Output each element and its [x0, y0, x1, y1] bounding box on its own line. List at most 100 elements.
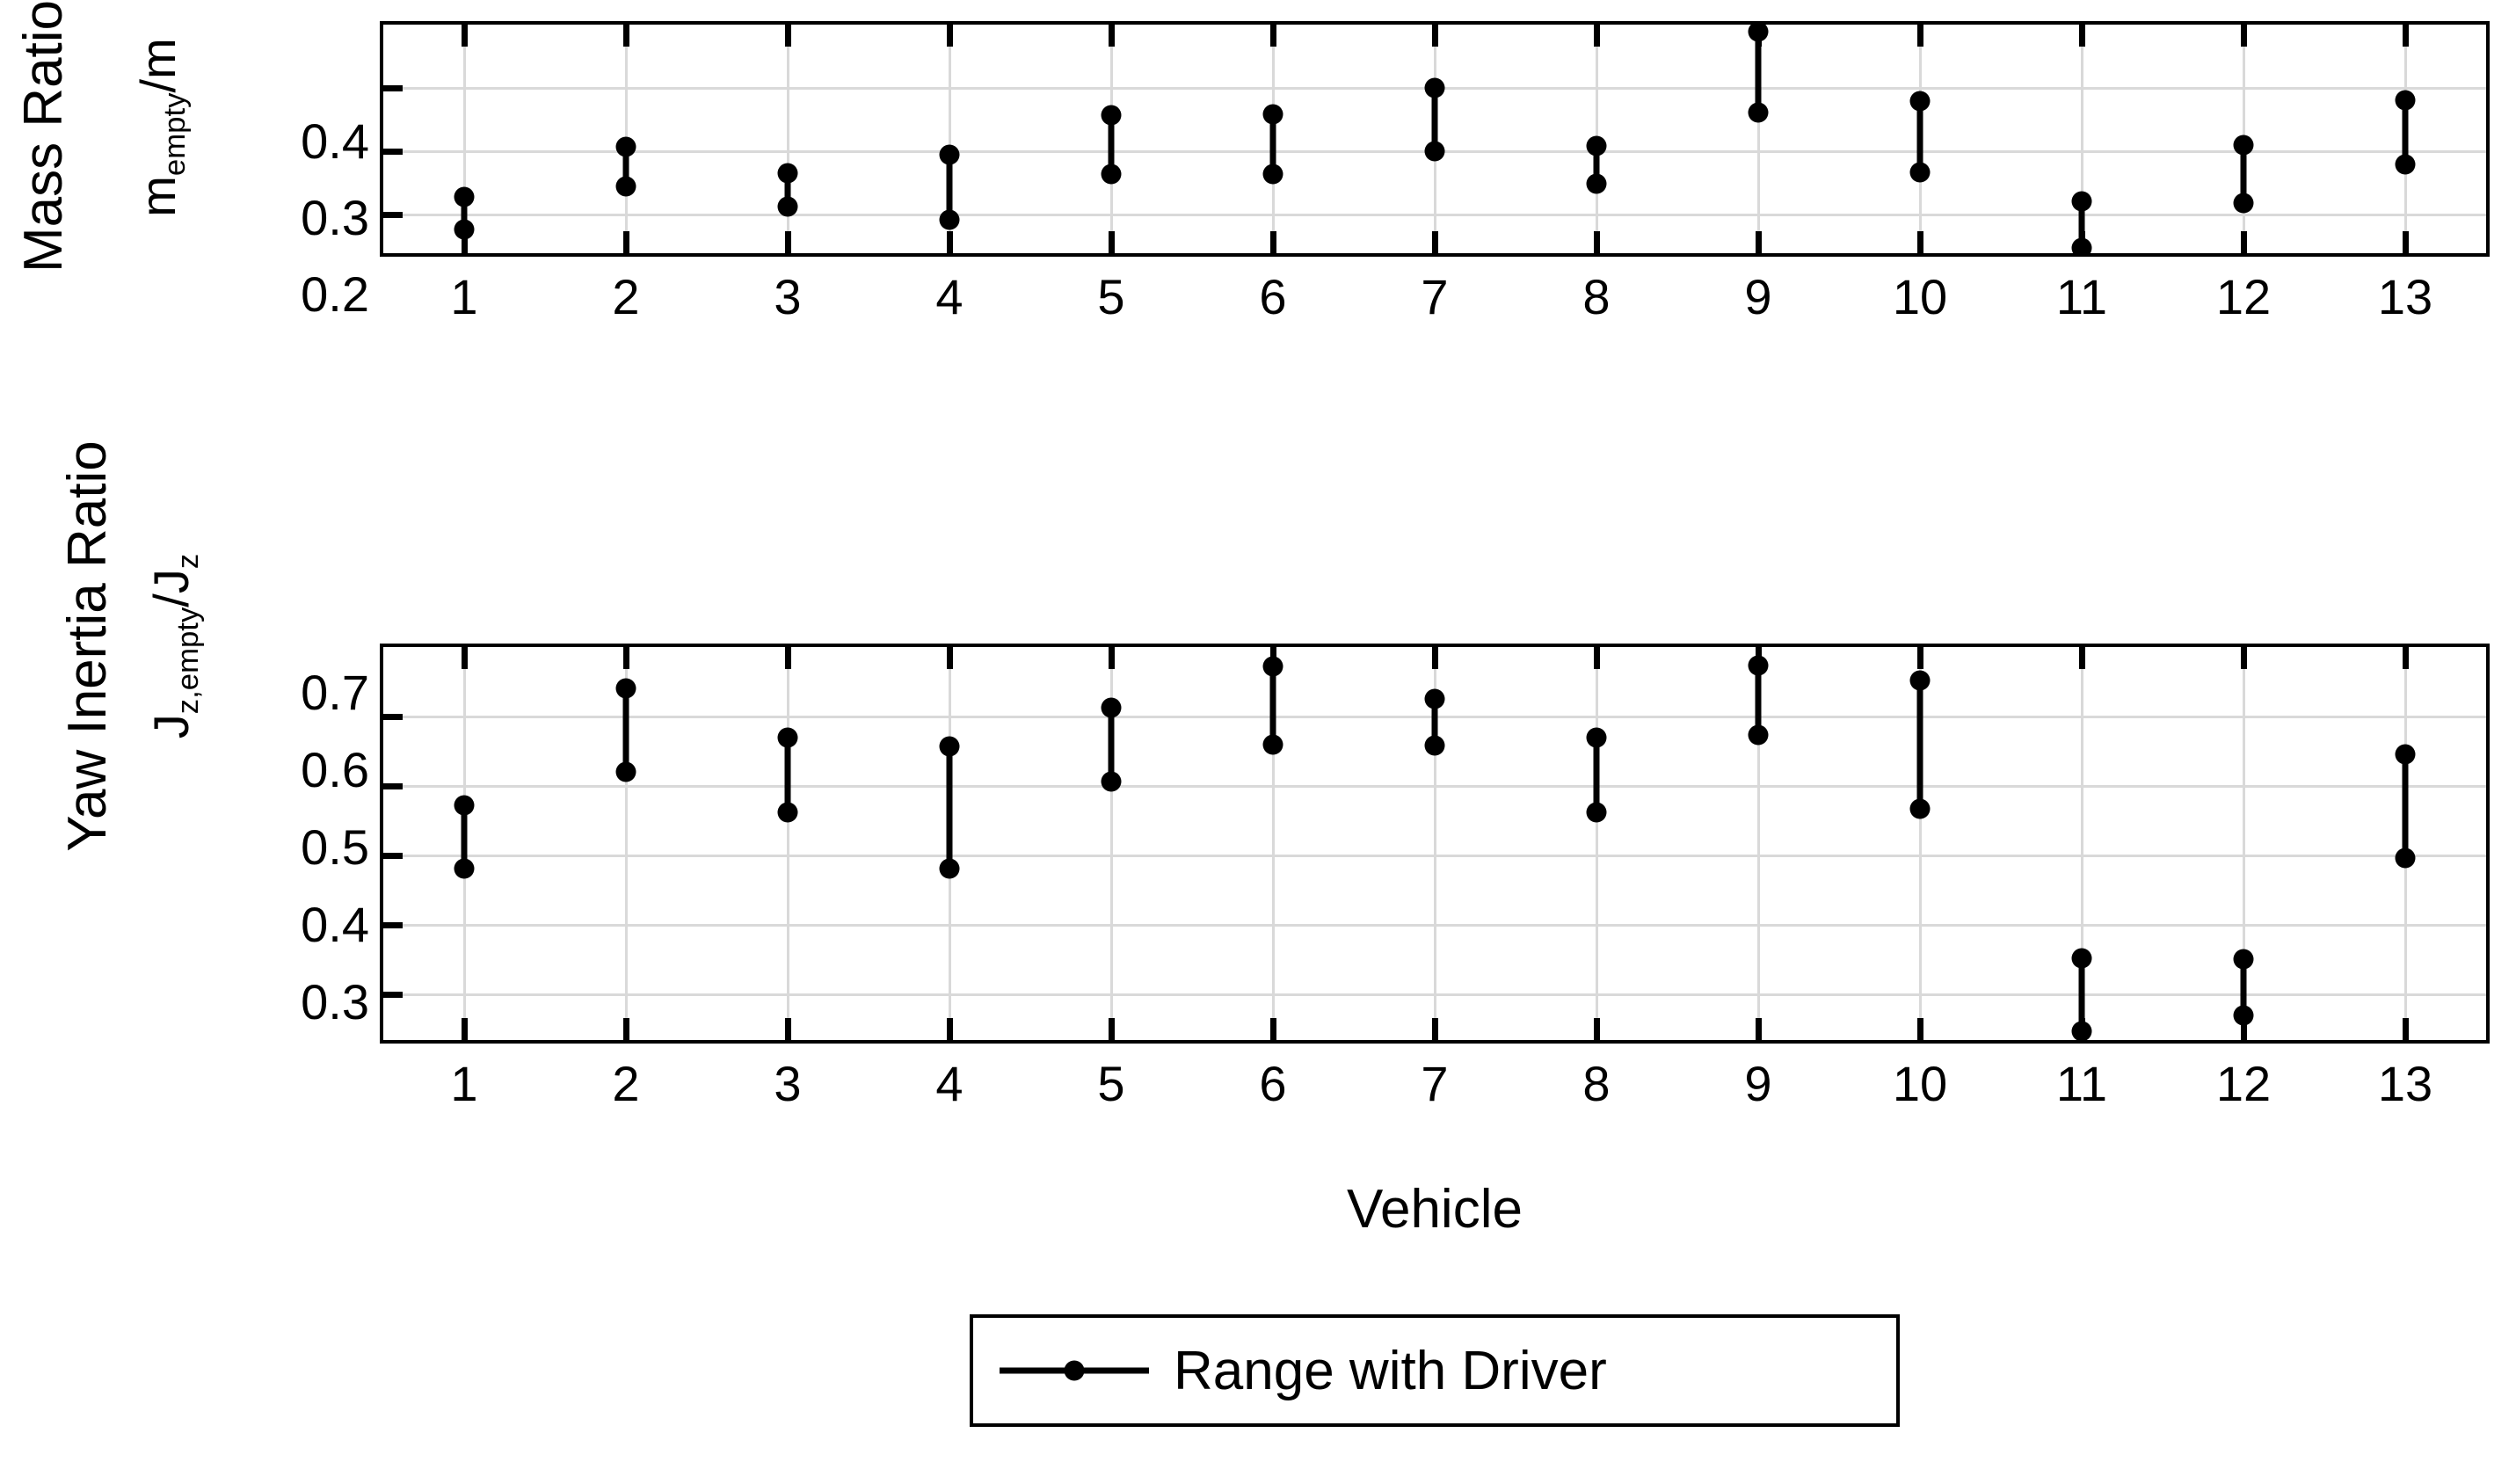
range-marker-high: [2233, 949, 2254, 970]
x-axis-tick-top: [1593, 25, 1600, 47]
range-marker-low: [1748, 102, 1769, 123]
gridline-vertical: [624, 647, 628, 1040]
x-axis-tick-label: 8: [1582, 269, 1611, 324]
mass-ratio-symbol-sub: empty: [158, 92, 193, 177]
gridline-vertical: [948, 25, 951, 253]
x-axis-tick-bottom: [1916, 1018, 1923, 1040]
x-axis-tick-bottom: [784, 1018, 791, 1040]
gridline-vertical: [2242, 647, 2245, 1040]
y-axis-tick: [383, 921, 403, 928]
range-segment: [1916, 101, 1923, 173]
x-axis-tick-top: [2240, 647, 2247, 669]
range-marker-high: [939, 144, 960, 165]
range-marker-low: [1262, 164, 1283, 185]
range-segment: [1431, 87, 1438, 151]
x-axis-tick-label: 13: [2377, 269, 2433, 324]
range-segment: [622, 146, 629, 187]
range-marker-low: [777, 196, 798, 217]
range-marker-high: [2395, 744, 2416, 765]
x-axis-tick-bottom: [1108, 231, 1115, 253]
x-axis-tick-bottom: [1593, 1018, 1600, 1040]
y-axis-tick: [383, 84, 403, 91]
x-axis-tick-top: [784, 647, 791, 669]
range-segment: [946, 746, 953, 869]
range-marker-low: [939, 858, 960, 879]
range-marker-high: [1909, 91, 1931, 112]
yaw-inertia-symbol-den-sub: z: [171, 553, 206, 570]
range-segment: [461, 805, 468, 869]
x-axis-tick-bottom: [2240, 231, 2247, 253]
range-marker-high: [1748, 655, 1769, 676]
mass-ratio-symbol-m: m: [130, 176, 185, 217]
x-axis-tick-top: [622, 25, 629, 47]
x-axis-tick-label: 4: [935, 269, 963, 324]
yaw-inertia-symbol-den: /J: [143, 569, 199, 607]
range-marker-high: [615, 678, 636, 699]
mass-ratio-axis-title: Mass Ratio: [13, 0, 74, 273]
range-marker-high: [454, 795, 475, 816]
x-axis-tick-bottom: [1269, 231, 1276, 253]
range-marker-high: [1586, 727, 1607, 748]
range-marker-low: [2395, 847, 2416, 869]
range-marker-low: [939, 209, 960, 230]
range-segment: [2240, 145, 2247, 203]
x-axis-tick-bottom: [1755, 1018, 1762, 1040]
y-axis-tick: [383, 148, 403, 155]
x-axis-tick-bottom: [1755, 231, 1762, 253]
legend-sample-marker: [1000, 1353, 1149, 1388]
x-axis-tick-top: [461, 647, 468, 669]
x-axis-tick-bottom: [2402, 1018, 2409, 1040]
range-segment: [1431, 699, 1438, 746]
legend-label-range-with-driver: Range with Driver: [1174, 1340, 1607, 1401]
range-marker-low: [1424, 735, 1445, 756]
range-marker-high: [939, 736, 960, 757]
gridline-vertical: [462, 25, 466, 253]
mass-ratio-ytick-2: 0.2: [301, 266, 369, 322]
yaw-inertia-axis-subtitle: Jz,empty/Jz: [141, 470, 206, 822]
range-marker-high: [1101, 697, 1122, 718]
range-segment: [2078, 200, 2085, 249]
range-marker-high: [454, 186, 475, 207]
x-axis-tick-label: 2: [612, 1056, 640, 1111]
x-axis-tick-top: [2240, 25, 2247, 47]
x-axis-tick-bottom: [622, 231, 629, 253]
range-marker-high: [1748, 25, 1769, 42]
range-segment: [1593, 145, 1600, 184]
y-axis-tick: [383, 782, 403, 789]
range-marker-low: [615, 761, 636, 782]
x-axis-tick-bottom: [1431, 1018, 1438, 1040]
x-axis-tick-label: 1: [450, 269, 478, 324]
gridline-vertical: [2080, 647, 2083, 1040]
x-axis-tick-top: [1269, 25, 1276, 47]
range-segment: [1755, 31, 1762, 113]
gridline-vertical: [786, 25, 789, 253]
mass-ratio-axis-subtitle: mempty/m: [127, 4, 193, 251]
range-marker-high: [2395, 90, 2416, 111]
range-marker-low: [1101, 771, 1122, 792]
mass-ratio-plot-area: [383, 25, 2486, 253]
yaw-inertia-ytick-0: 0.7: [301, 665, 369, 720]
range-marker-low: [2071, 1021, 2092, 1040]
x-axis-tick-bottom: [2402, 231, 2409, 253]
x-axis-tick-label: 6: [1259, 1056, 1287, 1111]
x-axis-tick-label: 3: [774, 269, 802, 324]
gridline-vertical: [1271, 647, 1275, 1040]
x-axis-tick-label: 4: [935, 1056, 963, 1111]
range-marker-high: [2071, 948, 2092, 969]
range-segment: [2078, 958, 2085, 1031]
gridline-vertical: [1918, 647, 1922, 1040]
range-segment: [784, 173, 791, 207]
x-axis-tick-bottom: [461, 231, 468, 253]
x-axis-tick-label: 7: [1421, 269, 1449, 324]
mass-ratio-symbol-den: /m: [130, 38, 185, 93]
range-marker-low: [454, 219, 475, 240]
range-marker-high: [1262, 104, 1283, 125]
x-axis-tick-label: 13: [2377, 1056, 2433, 1111]
x-axis-tick-bottom: [2240, 1018, 2247, 1040]
x-axis-tick-label: 5: [1097, 269, 1125, 324]
x-axis-tick-label: 6: [1259, 269, 1287, 324]
legend[interactable]: Range with Driver: [970, 1314, 1900, 1427]
range-marker-low: [1586, 802, 1607, 823]
range-marker-high: [777, 163, 798, 184]
y-axis-tick: [383, 852, 403, 859]
